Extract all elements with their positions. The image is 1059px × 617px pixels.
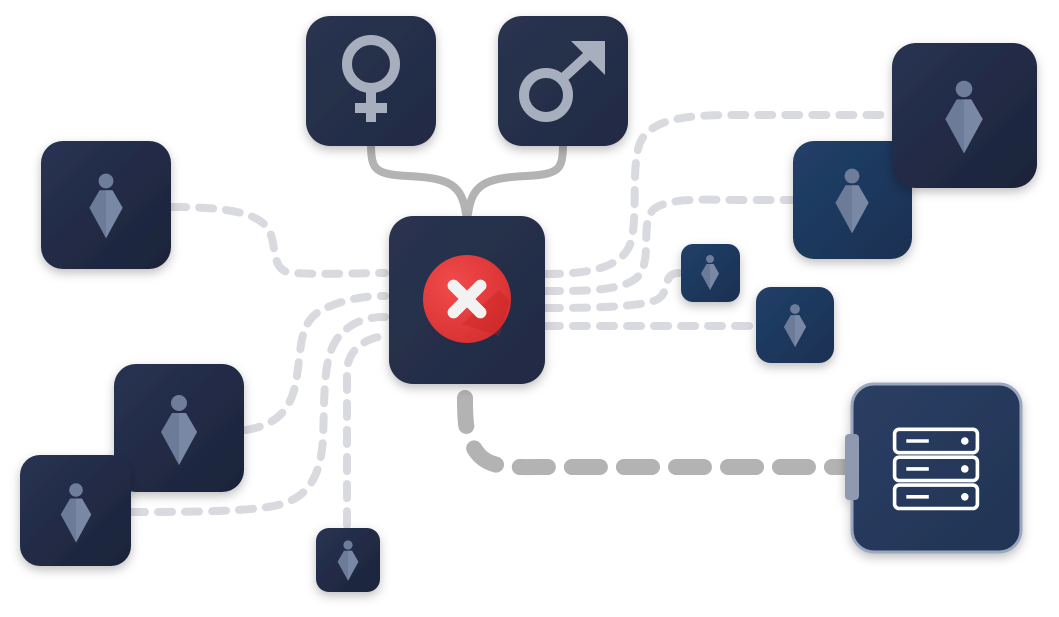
connection-small-bottom <box>342 332 389 529</box>
person-node[interactable] <box>892 43 1037 188</box>
server-node[interactable] <box>845 382 1023 554</box>
person-node[interactable] <box>114 364 244 492</box>
female-input-node[interactable] <box>306 16 436 146</box>
connection-left-lower-2 <box>127 313 389 516</box>
server-connection <box>457 390 856 476</box>
error-x-icon[interactable] <box>423 255 511 343</box>
gender-connectors <box>367 138 567 218</box>
connection-left-person <box>168 203 389 278</box>
dashed-connections <box>127 110 896 529</box>
person-node[interactable] <box>20 455 131 566</box>
male-input-node[interactable] <box>498 16 628 146</box>
person-node[interactable] <box>681 244 740 302</box>
person-node[interactable] <box>756 287 834 363</box>
connection-right-3 <box>542 269 684 312</box>
female-symbol-icon <box>342 35 400 122</box>
connection-left-lower-1 <box>242 292 389 434</box>
person-node[interactable] <box>793 141 912 259</box>
male-symbol-icon <box>519 41 605 122</box>
person-node[interactable] <box>316 528 380 592</box>
connection-right-2 <box>542 195 797 296</box>
person-node[interactable] <box>41 141 171 269</box>
connection-right-1 <box>542 110 896 278</box>
